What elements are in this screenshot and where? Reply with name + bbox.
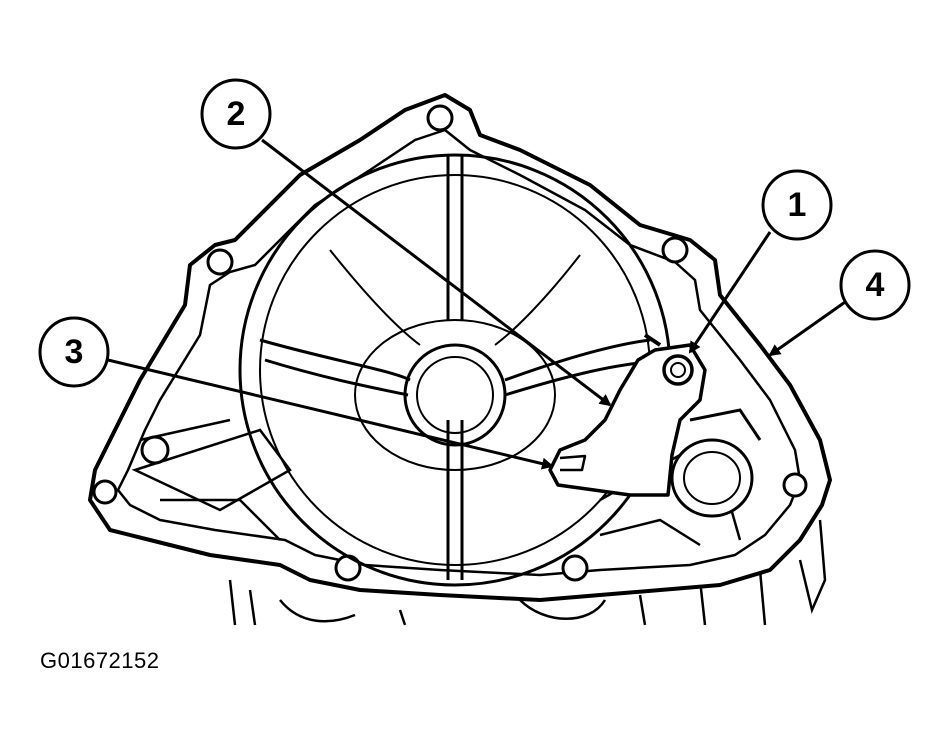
side-port (670, 408, 762, 518)
leader-line-4 (768, 298, 849, 357)
cover-flange (88, 93, 832, 602)
leader-lines (107, 138, 849, 470)
leader-line-3 (107, 358, 554, 470)
callout-4: 4 (839, 249, 911, 321)
callout-4-label: 4 (866, 266, 885, 304)
detent-lever (548, 333, 707, 497)
callout-2-label: 2 (227, 95, 246, 133)
figure-id: G01672152 (40, 648, 160, 673)
callout-2: 2 (200, 78, 272, 150)
callout-1: 1 (761, 169, 833, 241)
leader-line-2 (261, 138, 612, 407)
bolt-holes (92, 104, 808, 582)
callout-1-label: 1 (788, 186, 807, 224)
callout-3-label: 3 (65, 333, 84, 371)
callout-3: 3 (38, 316, 110, 388)
leader-line-1 (688, 231, 772, 354)
